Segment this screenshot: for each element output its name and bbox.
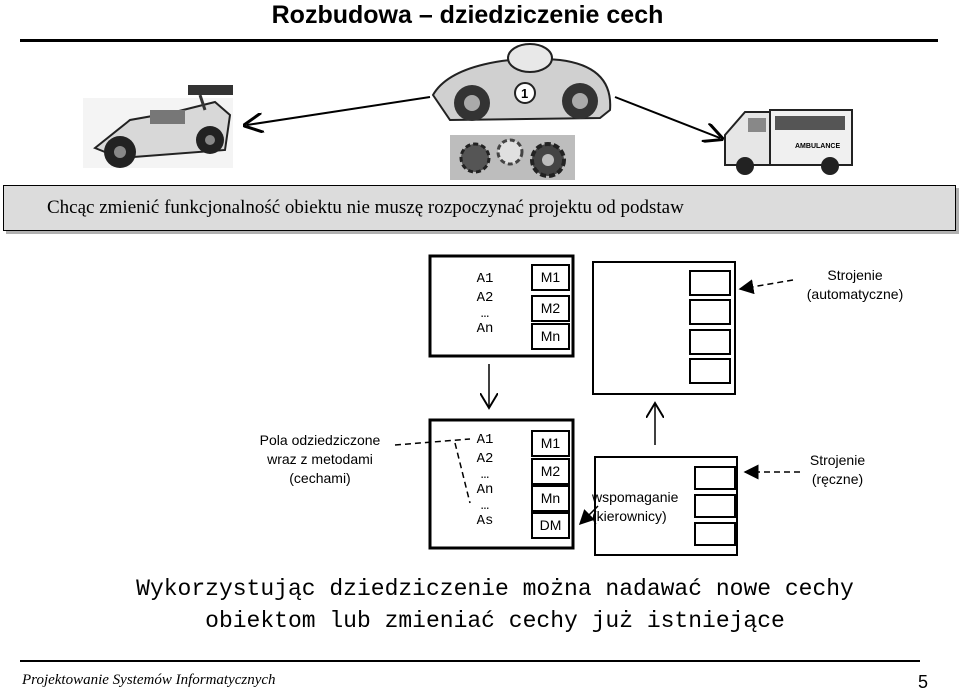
bottom-attribute-list: A1 A2 … An … As: [465, 431, 505, 531]
method-label: M1: [540, 269, 561, 285]
conclusion-line-2: obiektom lub zmieniać cechy już istnieją…: [205, 608, 785, 634]
attribute-label: As: [476, 513, 494, 529]
cartoon-race-car-image: 1: [431, 43, 612, 122]
illustrations: 1 AMBULANCE: [83, 43, 853, 180]
attribute-label: A1: [476, 271, 494, 287]
conclusion-line-1: Wykorzystując dziedziczenie można nadawa…: [136, 576, 854, 602]
arrow-to-ambulance: [614, 96, 720, 138]
inherited-fields-note: Pola odziedziczone wraz z metodami (cech…: [259, 432, 381, 486]
arrow-to-formula-car: [247, 96, 431, 125]
method-label: DM: [539, 517, 562, 533]
attribute-label: …: [480, 467, 490, 483]
assist-note: wspomaganie (kierownicy): [592, 489, 679, 524]
svg-text:AMBULANCE: AMBULANCE: [795, 143, 840, 150]
title-divider: [20, 39, 938, 42]
attribute-label: A2: [476, 290, 494, 306]
top-component-box: [592, 261, 736, 395]
top-class-box: [428, 254, 575, 358]
method-label: Mn: [540, 490, 561, 506]
tuning-manual-label: Strojenie (ręczne): [809, 452, 866, 487]
method-label: Mn: [540, 328, 561, 344]
attribute-label: A2: [476, 451, 494, 467]
attribute-label: …: [480, 306, 490, 322]
attribute-label: An: [476, 321, 494, 337]
banner-box: [3, 185, 956, 231]
method-label: M2: [540, 463, 561, 479]
banner-text: Chcąc zmienić funkcjonalność obiektu nie…: [47, 197, 684, 218]
attribute-label: A1: [476, 432, 494, 448]
top-attribute-list: A1 A2 … An: [465, 270, 505, 339]
page-number: 5: [918, 672, 929, 692]
ambulance-image: AMBULANCE: [724, 109, 853, 175]
bottom-class-box: [428, 418, 575, 550]
gears-image: [450, 135, 575, 180]
footer-text: Projektowanie Systemów Informatycznych: [22, 672, 276, 688]
method-label: M1: [540, 435, 561, 451]
attribute-label: An: [476, 482, 494, 498]
footer-divider: [20, 660, 920, 662]
method-label: M2: [540, 300, 561, 316]
tuning-auto-label: Strojenie (automatyczne): [806, 267, 904, 302]
page-title: Rozbudowa – dziedziczenie cech: [271, 1, 664, 29]
formula-race-car-image: [83, 85, 233, 168]
svg-text:1: 1: [521, 86, 528, 101]
bottom-component-box: [594, 456, 738, 556]
diagram: [394, 254, 800, 556]
attribute-label: …: [480, 498, 490, 514]
